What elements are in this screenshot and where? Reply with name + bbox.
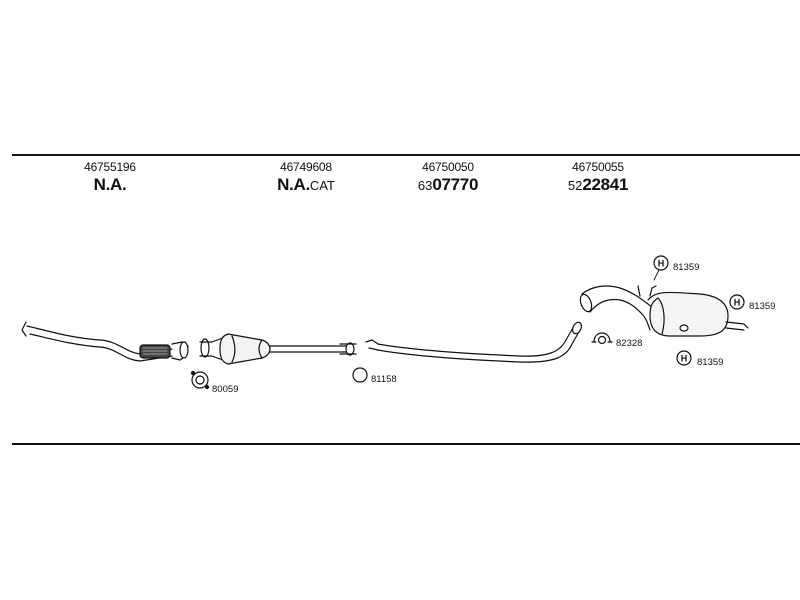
front-pipe-drawing <box>21 321 189 362</box>
gasket-icon <box>190 370 210 390</box>
hanger-part-number: 81359 <box>697 357 723 368</box>
ring-part-number: 81158 <box>371 374 397 385</box>
hanger-symbol: H <box>681 354 688 364</box>
rubber-hanger-icon <box>729 294 745 310</box>
part-number: 46755196 <box>84 160 136 174</box>
clamp-part-number: 82328 <box>616 338 642 349</box>
hanger-part-number: 81359 <box>673 262 699 273</box>
part-number: 46750050 <box>422 160 474 174</box>
pipe-clamp-icon <box>591 332 613 345</box>
part-number: 46750055 <box>572 160 624 174</box>
part-code: N.A. <box>93 175 127 194</box>
part-code: 6307770 <box>417 175 479 194</box>
gasket-part-number: 80059 <box>212 384 238 395</box>
rear-muffler-drawing <box>579 285 749 337</box>
part-number: 46749608 <box>280 160 332 174</box>
hanger-symbol: H <box>734 298 741 308</box>
part-block-front-pipe: 46755196 N.A. <box>40 160 180 197</box>
middle-pipe-drawing <box>365 321 583 363</box>
rubber-hanger-icon <box>676 350 692 366</box>
bottom-divider-line <box>12 443 800 445</box>
part-block-middle-pipe: 46750050 6307770 <box>378 160 518 197</box>
top-divider-line <box>12 154 800 156</box>
hanger-part-number: 81359 <box>749 301 775 312</box>
part-code: 5222841 <box>567 175 629 194</box>
catalytic-converter-drawing <box>199 333 357 365</box>
rubber-hanger-icon <box>653 255 669 271</box>
part-block-catalytic-converter: 46749608 N.A.CAT <box>236 160 376 197</box>
sealing-ring-icon <box>352 367 368 383</box>
part-code: N.A.CAT <box>277 175 335 194</box>
hanger-symbol: H <box>658 259 665 269</box>
part-block-rear-muffler: 46750055 5222841 <box>528 160 668 197</box>
